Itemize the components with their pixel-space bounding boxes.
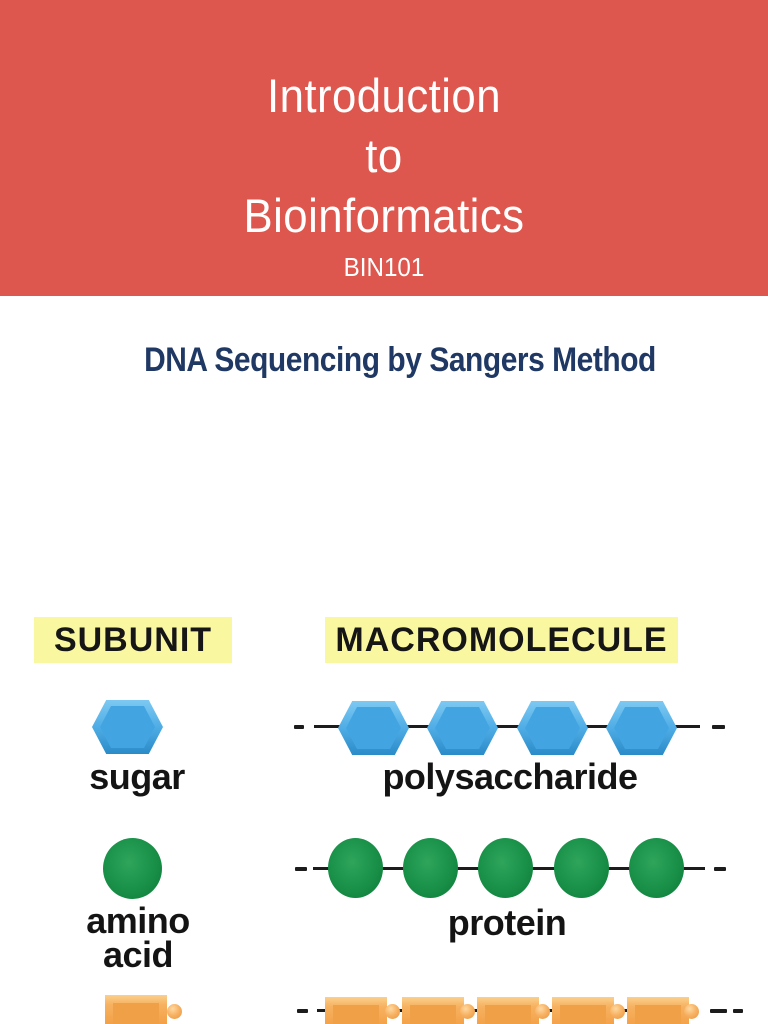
chain-dash — [710, 1009, 727, 1013]
connector-ball-icon — [385, 1004, 400, 1019]
sugar-hexagon-icon — [92, 700, 163, 754]
macromolecule-header: MACROMOLECULE — [325, 617, 678, 663]
course-code: BIN101 — [343, 252, 425, 282]
circle-icon — [328, 838, 383, 898]
nucleotide-block-icon — [105, 995, 167, 1024]
hexagon-icon — [606, 701, 677, 755]
connector-ball-icon — [610, 1004, 625, 1019]
circle-icon — [403, 838, 458, 898]
circle-icon — [629, 838, 684, 898]
title-line-3: Bioinformatics — [243, 189, 525, 242]
block-icon — [627, 997, 689, 1024]
block-icon — [477, 997, 539, 1024]
chain-dash — [714, 867, 726, 871]
amino-acid-label: amino acid — [86, 900, 190, 975]
chain-dash — [733, 1009, 743, 1013]
sugar-label: sugar — [89, 756, 185, 797]
circle-icon — [478, 838, 533, 898]
block-icon — [325, 997, 387, 1024]
title-block: Introduction to Bioinformatics BIN101 — [27, 0, 741, 288]
chain-dash — [297, 1009, 308, 1013]
hexagon-icon — [427, 701, 498, 755]
title-banner: Introduction to Bioinformatics BIN101 — [0, 0, 768, 296]
hexagon-icon — [338, 701, 409, 755]
connector-ball-icon — [460, 1004, 475, 1019]
chain-line — [314, 725, 700, 728]
polysaccharide-label: polysaccharide — [382, 756, 638, 797]
connector-ball-icon — [684, 1004, 699, 1019]
circle-icon — [554, 838, 609, 898]
slide-subtitle: DNA Sequencing by Sangers Method — [144, 341, 656, 379]
connector-ball-icon — [535, 1004, 550, 1019]
chain-dash — [295, 867, 307, 871]
amino-acid-circle-icon — [103, 838, 162, 899]
chain-dash — [712, 725, 725, 729]
hexagon-icon — [517, 701, 588, 755]
title-line-2: to — [365, 129, 403, 182]
title-line-1: Introduction — [266, 69, 501, 122]
block-icon — [402, 997, 464, 1024]
subunit-header: SUBUNIT — [34, 617, 232, 663]
protein-label: protein — [447, 902, 567, 943]
block-icon — [552, 997, 614, 1024]
connector-ball-icon — [167, 1004, 182, 1019]
chain-dash — [294, 725, 304, 729]
